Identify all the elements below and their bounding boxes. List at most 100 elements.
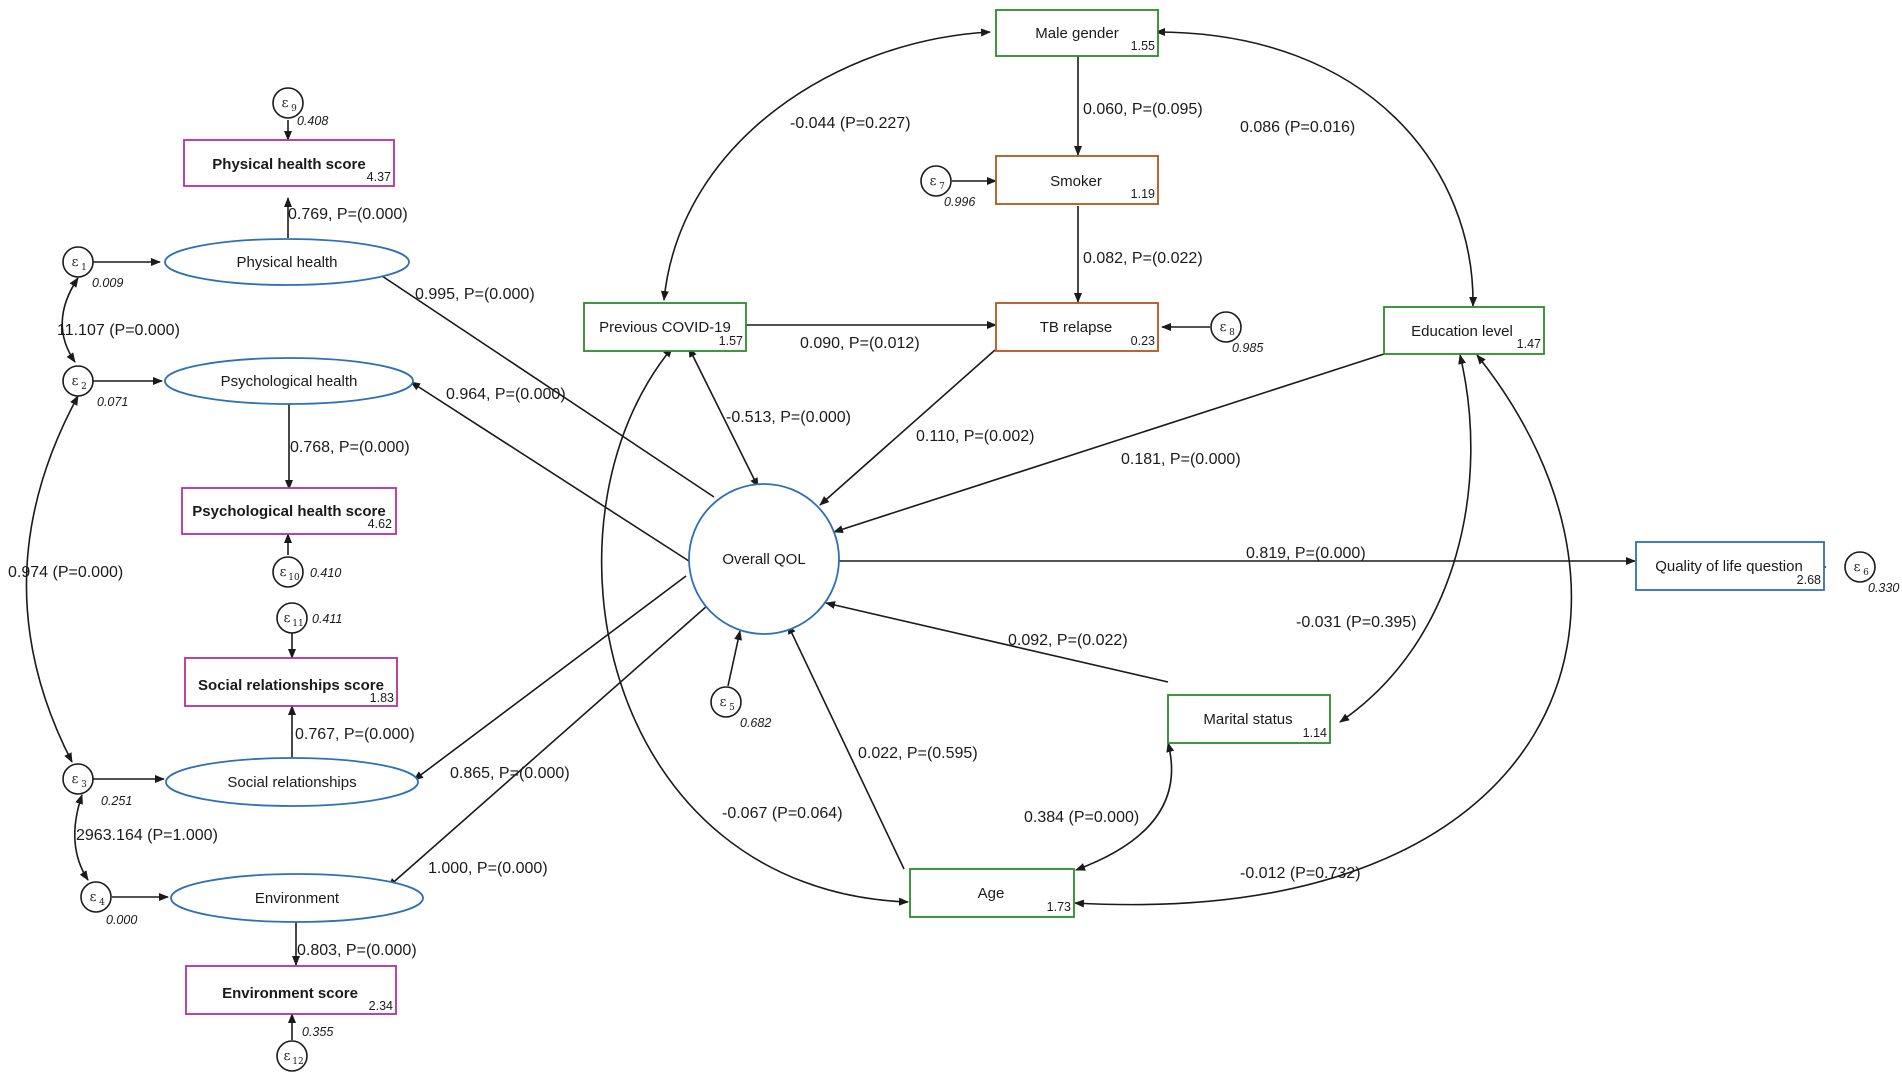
edge-marital-age-cov [1075,742,1175,871]
error-e11: ε 11 0.411 [276,602,342,634]
age-label: Age [978,885,1005,902]
e9-subscript: 9 [291,104,297,114]
latent-physical-health: Physical health [164,238,410,286]
e7-subscript: 7 [939,182,945,192]
error-e5: ε 5 0.682 [710,686,771,730]
e8-subscript: 8 [1229,328,1235,338]
social-score-label: Social relationships score [198,677,384,694]
label-phys-to-score: 0.769, P=(0.000) [288,206,408,223]
label-overall-to-env: 1.000, P=(0.000) [428,860,548,877]
edge-overall-to-phys [372,269,715,498]
e10-subscript: 10 [288,573,300,583]
label-overall-to-psych: 0.964, P=(0.000) [446,386,566,403]
e11-variance: 0.411 [312,612,342,626]
indicator-environment-score: Environment score 2.34 [185,965,397,1015]
male-gender-mean: 1.55 [1131,39,1155,53]
e12-variance: 0.355 [302,1025,333,1039]
error-e2: ε 2 0.071 [62,365,128,409]
edge-e5-to-overall [727,630,742,687]
psych-score-mean: 4.62 [368,517,392,531]
error-e9: ε 9 0.408 [272,87,328,128]
indicator-physical-health-score: Physical health score 4.37 [183,139,395,187]
education-level-mean: 1.47 [1517,337,1541,351]
edge-overall-to-env [387,597,717,888]
edge-overall-to-psych [410,381,693,564]
physical-score-label: Physical health score [212,156,365,173]
error-e8: ε 8 0.985 [1210,311,1263,355]
edge-e3-e4-cov [74,794,89,881]
label-covid-overall-cov: -0.513, P=(0.000) [726,409,851,426]
smoker-mean: 1.19 [1131,187,1155,201]
e3-variance: 0.251 [101,794,132,808]
error-e10: ε 10 0.410 [272,556,341,588]
physical-health-label: Physical health [237,254,338,271]
label-covid-age-cov: -0.067 (P=0.064) [722,805,843,822]
edge-e2-e3-cov [25,395,79,763]
psychological-health-label: Psychological health [221,373,358,390]
e10-variance: 0.410 [310,566,341,580]
edge-male-edu-cov [1155,28,1478,307]
e11-subscript: 11 [292,619,303,629]
e8-variance: 0.985 [1232,341,1263,355]
label-edu-overall: 0.181, P=(0.000) [1121,451,1241,468]
marital-status-mean: 1.14 [1303,726,1327,740]
e6-variance: 0.330 [1868,581,1899,595]
physical-score-mean: 4.37 [367,170,391,184]
quality-of-life-label: Quality of life question [1655,558,1803,575]
label-overall-to-social: 0.865, P=(0.000) [450,765,570,782]
observed-male-gender: Male gender 1.55 [995,9,1159,57]
male-gender-label: Male gender [1035,25,1118,42]
latent-social-relationships: Social relationships [165,757,419,807]
error-e4: ε 4 0.000 [80,881,137,927]
e10-symbol: ε [280,565,287,580]
label-age-overall: 0.022, P=(0.595) [858,745,978,762]
e5-subscript: 5 [729,703,735,713]
overall-qol-label: Overall QOL [722,551,805,568]
edge-e1-e2-cov [61,277,79,363]
smoker-label: Smoker [1050,173,1102,190]
label-male-edu-cov: 0.086 (P=0.016) [1240,119,1355,136]
e6-symbol: ε [1854,560,1861,575]
label-e2-e3-cov: 0.974 (P=0.000) [8,564,123,581]
label-e1-e2-cov: 11.107 (P=0.000) [57,322,180,339]
label-male-smoker: 0.060, P=(0.095) [1083,101,1203,118]
e1-subscript: 1 [81,263,87,273]
path-labels: 0.769, P=(0.000) 0.995, P=(0.000) 11.107… [8,101,1417,959]
e4-symbol: ε [90,890,97,905]
social-score-mean: 1.83 [370,691,394,705]
label-social-to-score: 0.767, P=(0.000) [295,726,415,743]
label-male-covid-cov: -0.044 (P=0.227) [790,115,911,132]
e2-subscript: 2 [81,382,87,392]
e9-symbol: ε [282,96,289,111]
tb-relapse-mean: 0.23 [1131,334,1155,348]
label-smoker-tb: 0.082, P=(0.022) [1083,250,1203,267]
e7-symbol: ε [930,174,937,189]
label-edu-marital-cov: -0.031 (P=0.395) [1296,614,1417,631]
previous-covid-label: Previous COVID-19 [599,319,731,336]
label-overall-quality: 0.819, P=(0.000) [1246,545,1366,562]
e2-symbol: ε [72,374,79,389]
label-tb-overall: 0.110, P=(0.002) [916,428,1034,445]
latent-environment: Environment [170,873,424,923]
env-score-label: Environment score [222,985,358,1002]
quality-of-life-mean: 2.68 [1797,573,1821,587]
observed-quality-of-life-question: Quality of life question 2.68 [1635,541,1825,591]
label-marital-age-cov: 0.384 (P=0.000) [1024,809,1139,826]
e5-symbol: ε [720,695,727,710]
error-e12: ε 12 0.355 [276,1025,333,1072]
e4-variance: 0.000 [106,913,137,927]
latent-psychological-health: Psychological health [164,357,414,405]
age-mean: 1.73 [1047,900,1071,914]
observed-age: Age 1.73 [909,868,1075,918]
education-level-label: Education level [1411,323,1513,340]
edge-male-covid-cov [660,28,991,301]
e7-variance: 0.996 [944,195,975,209]
e3-symbol: ε [72,772,79,787]
e1-symbol: ε [72,255,79,270]
label-e3-e4-cov: 2963.164 (P=1.000) [76,827,218,844]
e8-symbol: ε [1220,320,1227,335]
e12-subscript: 12 [292,1057,303,1067]
error-e6: ε 6 0.330 [1844,551,1899,595]
e12-symbol: ε [284,1049,291,1064]
env-score-mean: 2.34 [369,999,393,1013]
